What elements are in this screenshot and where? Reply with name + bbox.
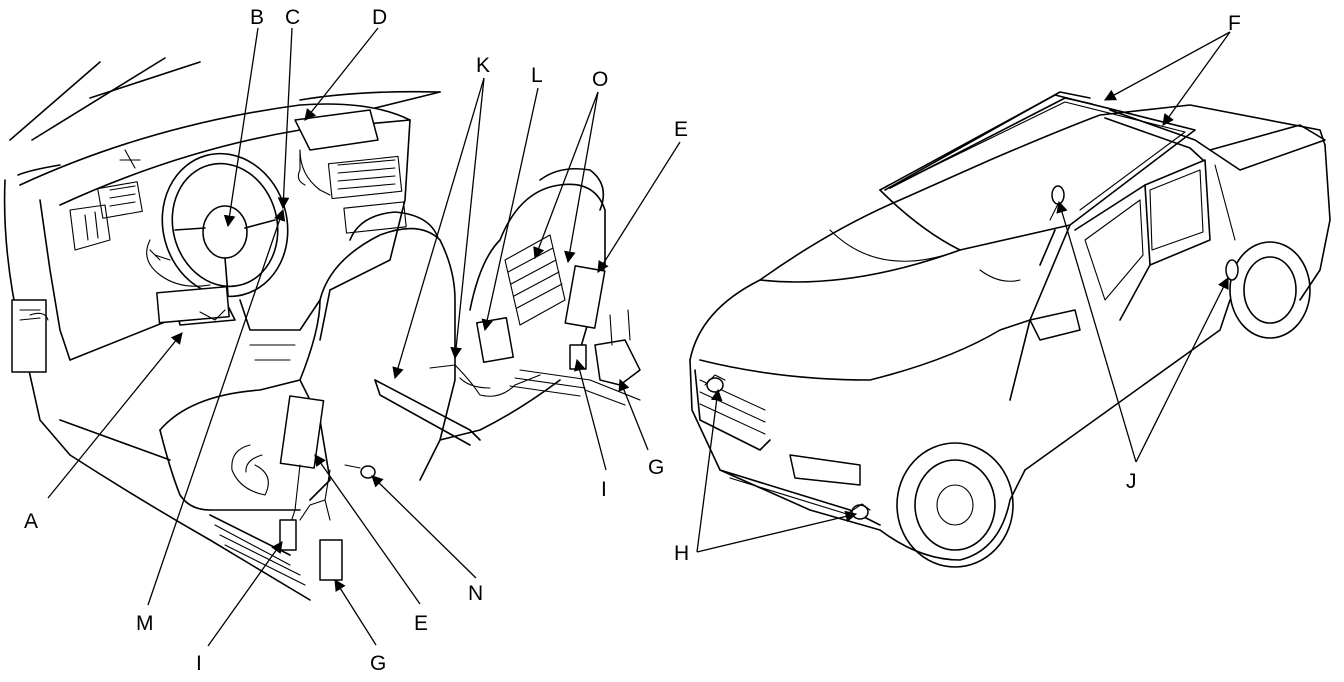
- callout-k: K: [476, 54, 490, 77]
- callout-f: F: [1228, 12, 1241, 35]
- callout-labels: A B C D K L O E I G M E N I G F H J: [24, 6, 1241, 675]
- callout-h: H: [674, 542, 689, 565]
- truck-exterior-view: [689, 91, 1331, 568]
- callout-l: L: [531, 64, 543, 87]
- callout-c: C: [285, 6, 300, 29]
- callout-a: A: [24, 510, 38, 533]
- callout-g-upper: G: [648, 456, 664, 479]
- callout-i-upper: I: [601, 478, 607, 501]
- callout-j: J: [1126, 470, 1137, 493]
- callout-n: N: [468, 582, 483, 605]
- callout-i-lower: I: [196, 652, 202, 675]
- callout-b: B: [250, 6, 264, 29]
- callout-o: O: [592, 68, 608, 91]
- leader-lines: [47, 27, 1231, 647]
- callout-e-lower: E: [414, 612, 428, 635]
- callout-d: D: [372, 6, 387, 29]
- interior-view: [3, 57, 641, 601]
- callout-e-upper: E: [674, 118, 688, 141]
- callout-m: M: [136, 612, 154, 635]
- callout-g-lower: G: [370, 652, 386, 675]
